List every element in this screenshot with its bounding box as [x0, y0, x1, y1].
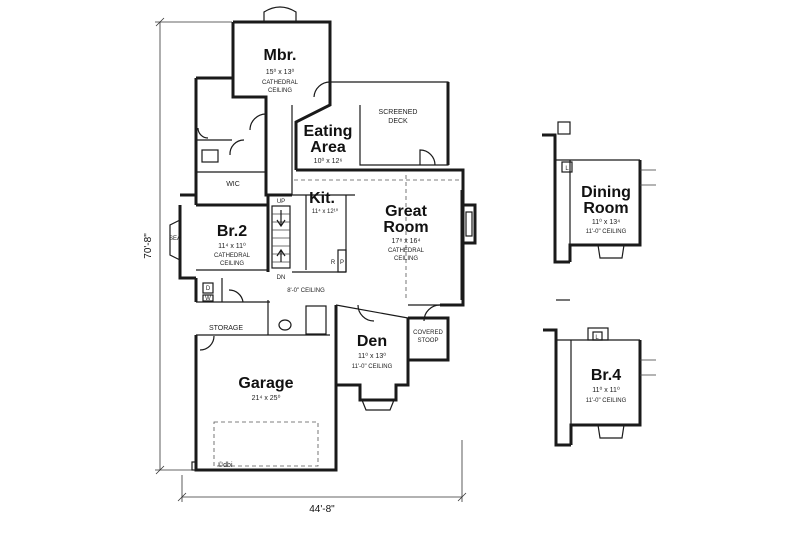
dining-ceiling: 11'-0" CEILING — [586, 229, 627, 235]
depth-dimension-label: 70'-8" — [143, 233, 154, 259]
great-note-2: CEILING — [394, 256, 418, 262]
eating-name-2: Area — [310, 139, 346, 156]
washer-label: W — [205, 296, 211, 302]
br2-size: 11⁴ x 11⁰ — [218, 242, 246, 250]
great-note-1: CATHEDRAL — [388, 248, 425, 254]
kit-name: Kit. — [309, 190, 335, 207]
mbr-note-2: CEILING — [268, 88, 292, 94]
hall-ceiling: 8'-0" CEILING — [287, 288, 325, 294]
great-name-1: Great — [385, 203, 427, 220]
storage-name: STORAGE — [209, 325, 243, 332]
dimension-lines — [155, 17, 467, 502]
garage-size: 21⁴ x 25⁰ — [252, 394, 281, 402]
screened-name-2: DECK — [388, 118, 408, 125]
main-plan-walls — [178, 20, 477, 472]
mbr-name: Mbr. — [264, 47, 297, 64]
mbr-size: 15⁰ x 13⁰ — [266, 68, 295, 76]
dining-size: 11⁰ x 13⁴ — [592, 218, 620, 226]
brand-mark: ©dbi — [218, 461, 233, 469]
eating-size: 10⁰ x 12⁶ — [314, 157, 343, 165]
kit-size: 11⁴ x 12¹⁰ — [312, 208, 339, 215]
range-label: R — [331, 260, 336, 266]
pantry-label: P — [340, 260, 344, 266]
wic-name: WIC — [226, 181, 240, 188]
br4-ceiling: 11'-0" CEILING — [586, 398, 627, 404]
dryer-label: D — [206, 286, 211, 292]
great-name-2: Room — [383, 219, 428, 236]
stair-down-label: DN — [277, 275, 286, 281]
br2-note-2: CEILING — [220, 261, 244, 267]
br4-size: 11⁰ x 11⁰ — [592, 386, 620, 394]
den-name: Den — [357, 333, 387, 350]
br4-l-label: L — [595, 335, 599, 341]
staircase — [271, 205, 291, 269]
br4-alt-walls — [543, 299, 656, 447]
seat-label: SEA — [169, 236, 181, 242]
stoop-name-2: STOOP — [418, 338, 439, 344]
mbr-note-1: CATHEDRAL — [262, 80, 299, 86]
screened-name-1: SCREENED — [379, 109, 418, 116]
br2-note-1: CATHEDRAL — [214, 253, 251, 259]
width-dimension-label: 44'-8" — [309, 504, 335, 515]
dining-alt-walls — [542, 121, 656, 264]
br2-name: Br.2 — [217, 223, 247, 240]
garage-name: Garage — [238, 375, 293, 392]
dining-name-2: Room — [583, 200, 628, 217]
eating-name-1: Eating — [304, 123, 353, 140]
br4-name: Br.4 — [591, 367, 621, 384]
den-ceiling: 11'-0" CEILING — [352, 364, 393, 370]
openings — [169, 6, 460, 471]
stoop-name-1: COVERED — [413, 330, 443, 336]
stair-up-label: UP — [277, 199, 285, 205]
dining-l-label: L — [565, 166, 569, 172]
den-size: 11⁰ x 13⁰ — [358, 352, 386, 360]
dining-name-1: Dining — [581, 184, 631, 201]
great-size: 17⁸ x 16⁴ — [392, 238, 421, 245]
